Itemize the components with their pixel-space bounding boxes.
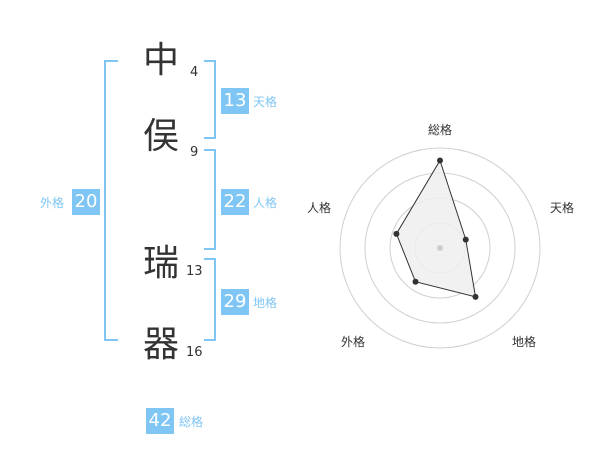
radar-point-gaikaku xyxy=(412,278,419,285)
soukaku-score: 42 xyxy=(146,408,174,434)
gaikaku-score: 20 xyxy=(72,189,100,215)
jinkaku-score: 22 xyxy=(221,189,249,215)
name-char-2-strokes: 9 xyxy=(190,145,199,160)
name-char-4-strokes: 16 xyxy=(186,345,203,360)
soukaku-label: 総格 xyxy=(179,415,204,429)
name-char-3-strokes: 13 xyxy=(186,264,203,279)
axis-label-jinkaku: 人格 xyxy=(307,200,331,215)
axis-label-soukaku: 総格 xyxy=(428,122,452,137)
jinkaku-bracket xyxy=(204,149,216,250)
radar-point-chikaku xyxy=(472,293,479,300)
radar-point-tenkaku xyxy=(462,236,469,243)
name-char-4: 器 xyxy=(142,324,179,365)
chikaku-label: 地格 xyxy=(253,296,278,310)
tenkaku-bracket xyxy=(204,60,216,139)
name-char-1: 中 xyxy=(142,40,179,81)
axis-label-tenkaku: 天格 xyxy=(550,200,574,215)
chikaku-score: 29 xyxy=(221,289,249,315)
jinkaku-label: 人格 xyxy=(253,196,278,210)
name-char-2: 俣 xyxy=(142,116,179,157)
axis-label-chikaku: 地格 xyxy=(512,334,536,349)
radar-point-jinkaku xyxy=(393,230,400,237)
tenkaku-score: 13 xyxy=(221,88,249,114)
radar-point-soukaku xyxy=(437,157,443,164)
tenkaku-label: 天格 xyxy=(253,95,278,109)
radar-polygon xyxy=(395,159,477,298)
gaikaku-label: 外格 xyxy=(40,196,65,210)
name-char-3: 瑞 xyxy=(142,243,179,284)
name-char-1-strokes: 4 xyxy=(190,65,199,80)
radar-center-dot xyxy=(437,245,443,251)
chikaku-bracket xyxy=(204,258,216,341)
radar-ring-4 xyxy=(339,147,541,349)
axis-label-gaikaku: 外格 xyxy=(341,334,365,349)
gaikaku-bracket xyxy=(104,60,118,341)
radar-chart: 総格 天格 地格 外格 人格 xyxy=(307,122,574,349)
